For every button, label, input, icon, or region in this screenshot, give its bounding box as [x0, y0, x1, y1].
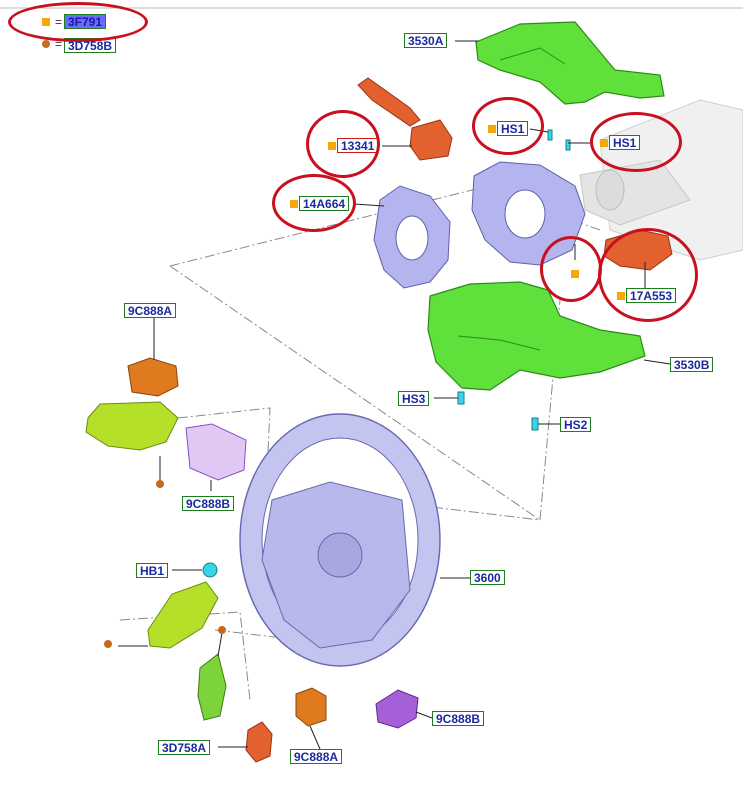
trim-upper-left: [85, 401, 179, 451]
callout-9c888a-upper[interactable]: 9C888A: [124, 303, 177, 318]
callout-9c888b-lower[interactable]: 9C888B: [432, 711, 485, 726]
steering-wheel: [239, 413, 441, 667]
highlight-ring-legend: [8, 2, 148, 42]
callout-3530b[interactable]: 3530B: [670, 357, 714, 372]
upper-shroud: [475, 21, 665, 105]
circle-marker-icon: [218, 626, 226, 634]
legend-equals-circle: =: [55, 37, 63, 51]
highlight-ring-hs1-right: [590, 112, 682, 172]
switch-9c888a-upper: [127, 357, 179, 397]
switch-9c888b-lower: [375, 689, 419, 729]
bracket-9c888b-upper: [185, 423, 247, 481]
clockspring: [373, 185, 451, 289]
callout-hb1[interactable]: HB1: [136, 563, 169, 578]
callout-9c888b-upper[interactable]: 9C888B: [182, 496, 235, 511]
trim-lower-left: [147, 581, 219, 649]
circle-marker-icon: [156, 480, 164, 488]
bracket-green: [197, 653, 227, 721]
callout-9c888a-lower[interactable]: 9C888A: [290, 749, 343, 764]
switch-9c888a-lower: [295, 687, 327, 727]
callout-hs2[interactable]: HS2: [560, 417, 592, 432]
highlight-ring-17a553: [598, 228, 698, 322]
highlight-ring-hs1-left: [472, 97, 544, 155]
highlight-ring-13341: [306, 110, 380, 178]
highlight-ring-14a664: [272, 174, 356, 232]
lower-shroud: [427, 281, 646, 391]
circle-marker-icon: [42, 40, 50, 48]
highlight-ring-marker: [540, 236, 602, 302]
fasteners: [202, 129, 571, 578]
circle-marker-icon: [104, 640, 112, 648]
callout-3d758a[interactable]: 3D758A: [158, 740, 211, 755]
switch-3d758a: [245, 721, 273, 763]
callout-hs3[interactable]: HS3: [398, 391, 430, 406]
callout-3530a[interactable]: 3530A: [404, 33, 448, 48]
callout-3600[interactable]: 3600: [470, 570, 505, 585]
